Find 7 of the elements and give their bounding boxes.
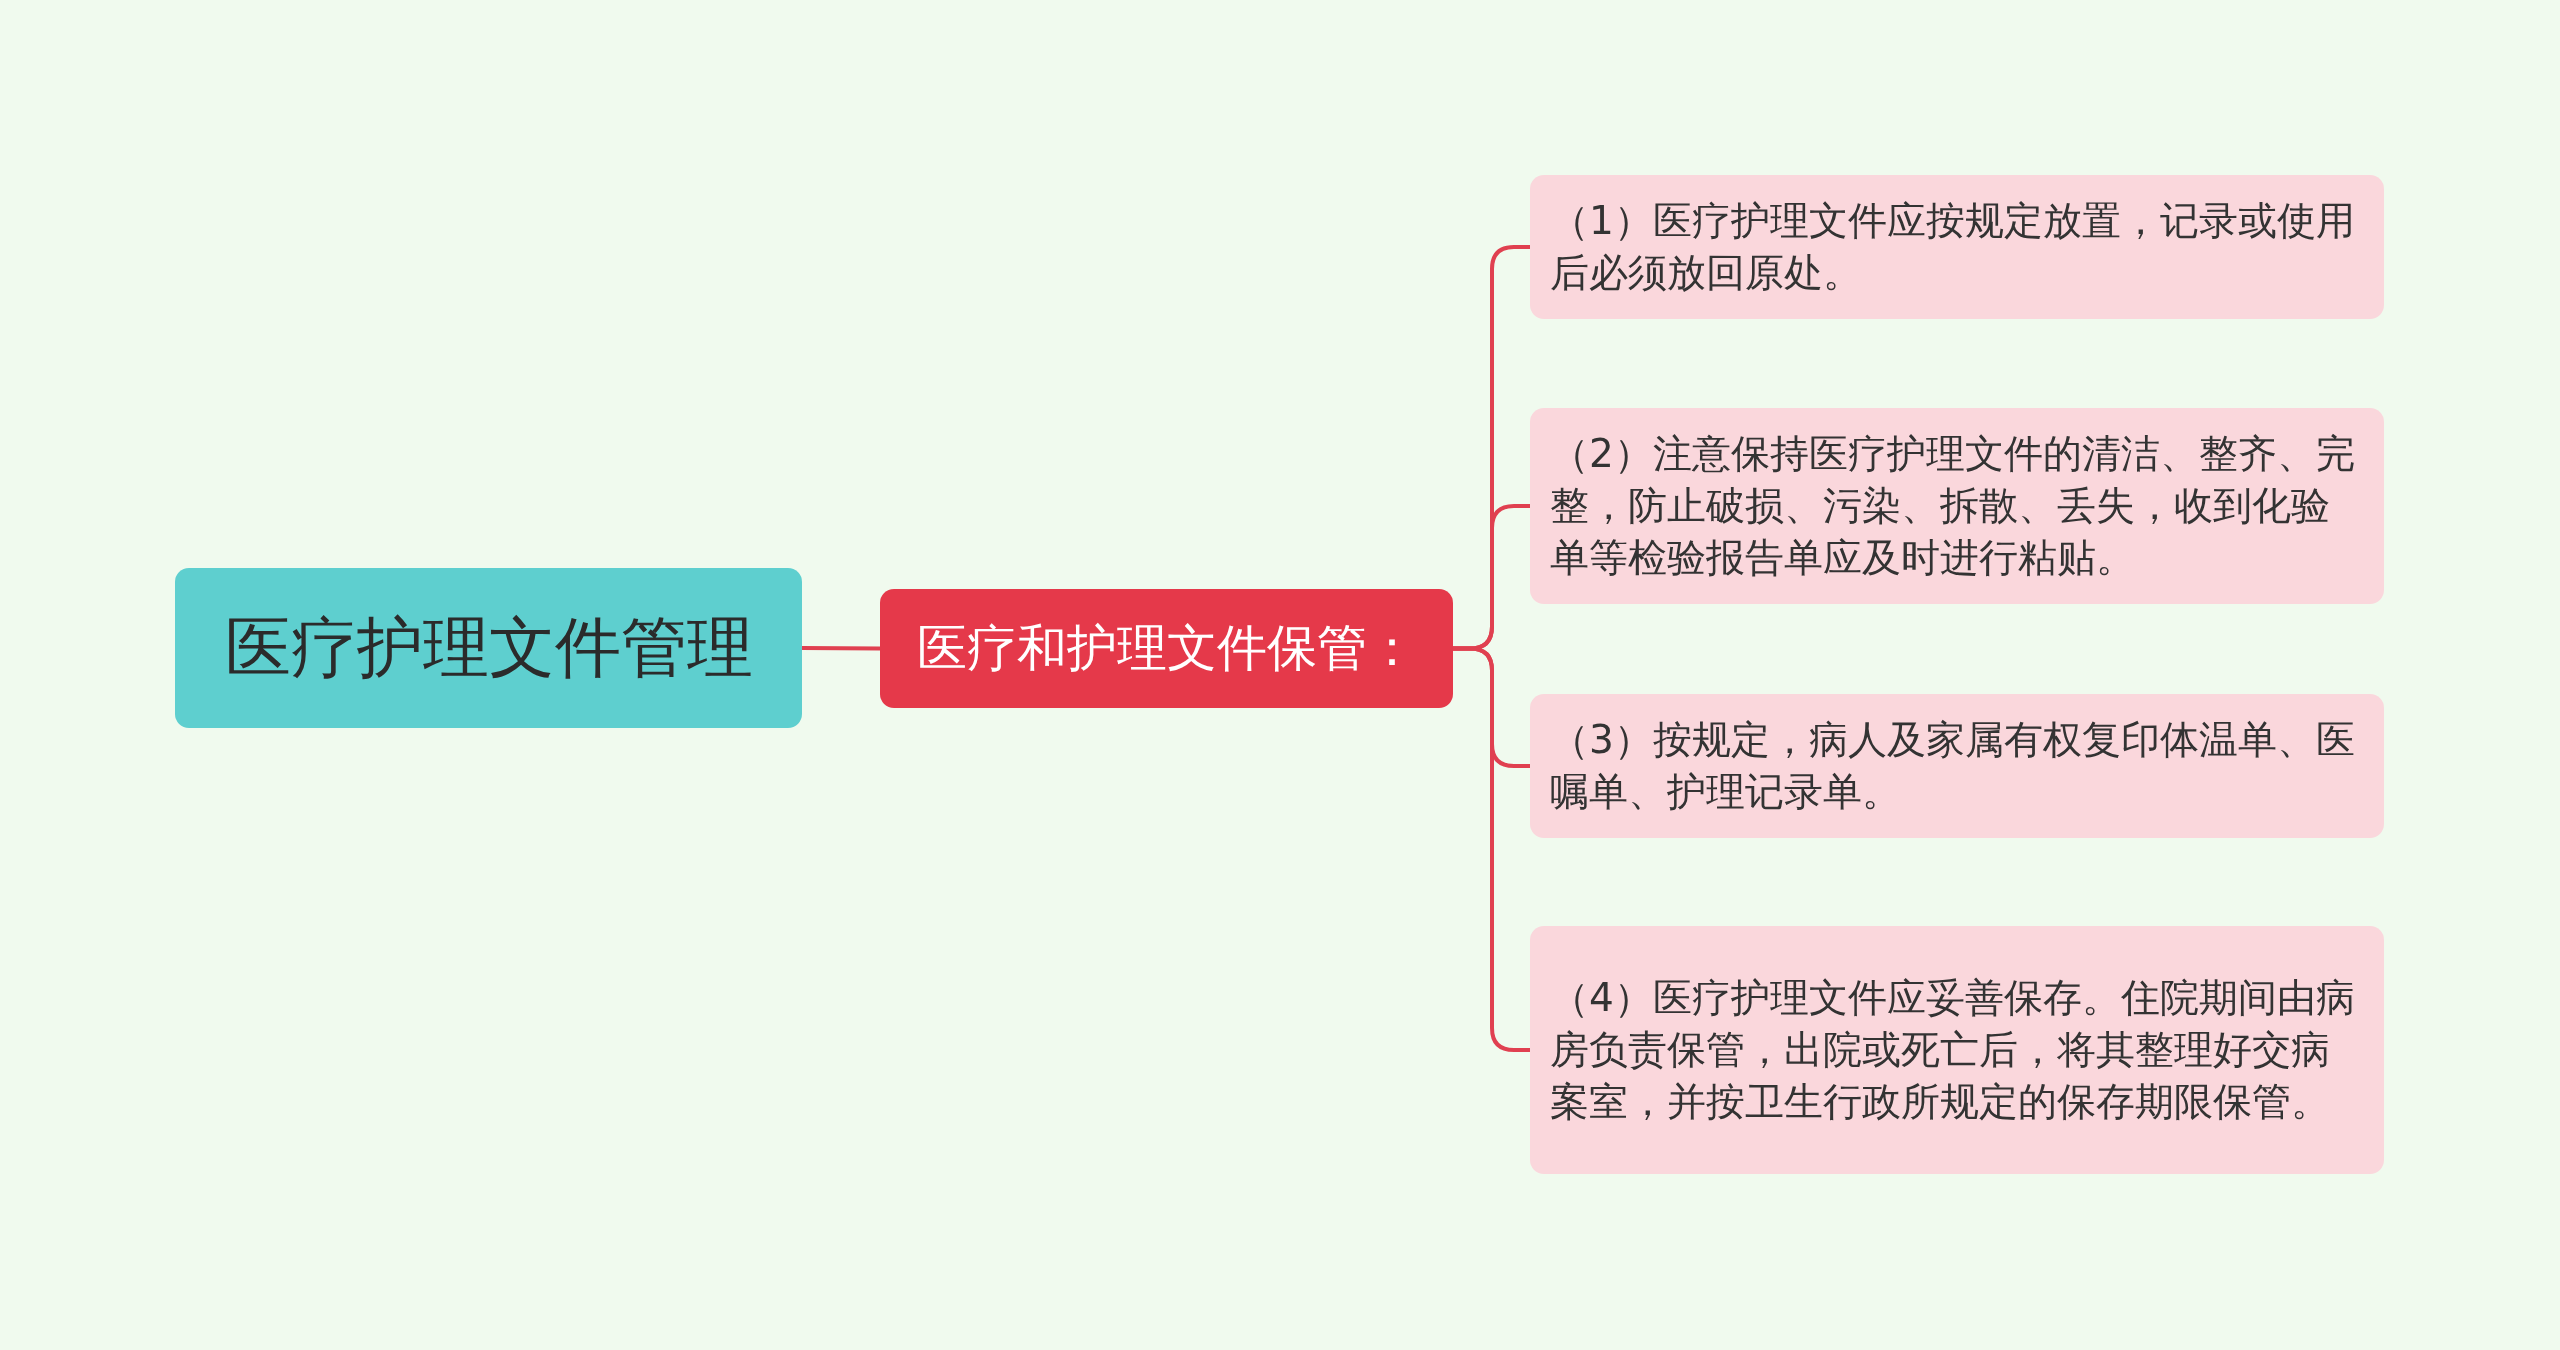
note-box: （2）注意保持医疗护理文件的清洁、整齐、完整，防止破损、污染、拆散、丢失，收到化验单等检验报告单应及时进行粘贴。 <box>1530 408 2384 604</box>
note-box: （1）医疗护理文件应按规定放置，记录或使用后必须放回原处。 <box>1530 175 2384 319</box>
connector-line <box>802 646 880 651</box>
note-box: （4）医疗护理文件应妥善保存。住院期间由病房负责保管，出院或死亡后，将其整理好交病案室，并按卫生行政所规定的保存期限保管。 <box>1530 926 2384 1174</box>
topic-box: 医疗护理文件管理 <box>175 568 802 728</box>
subtopic-box: 医疗和护理文件保管： <box>880 589 1453 708</box>
note-box: （3）按规定，病人及家属有权复印体温单、医嘱单、护理记录单。 <box>1530 694 2384 838</box>
